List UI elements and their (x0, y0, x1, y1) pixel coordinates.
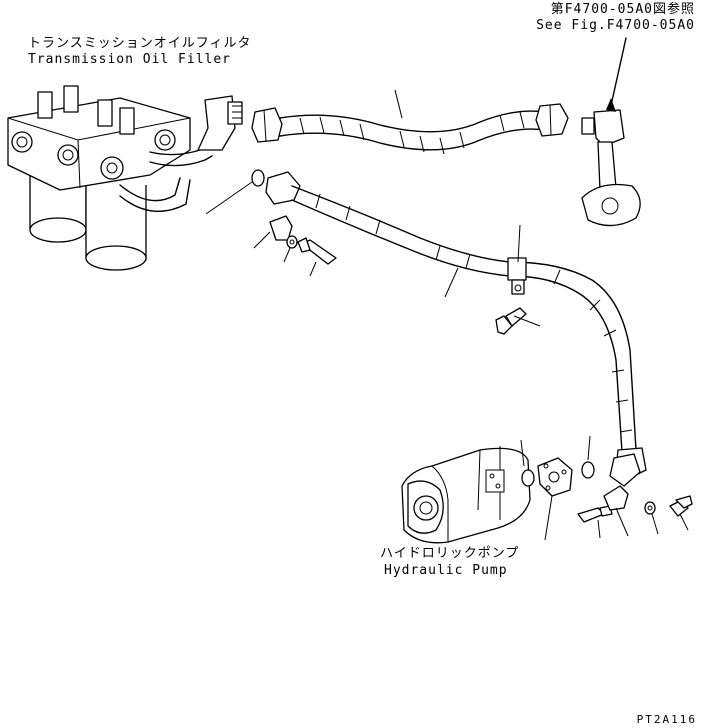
filter-label-en: Transmission Oil Filler (28, 52, 232, 67)
filter-side-hardware (253, 215, 337, 277)
flange-elbow (581, 37, 641, 227)
elbow-fitting (197, 95, 243, 151)
pump-label-jp: ハイドロリックポンプ (380, 546, 520, 561)
hydraulic-pump (401, 446, 531, 544)
lower-hose (265, 171, 647, 487)
o-ring-left (205, 169, 265, 215)
reference-label-en: See Fig.F4700-05A0 (536, 18, 695, 33)
drawing-code: PT2A116 (636, 713, 697, 726)
upper-hose (251, 89, 569, 155)
filter-label-jp: トランスミッションオイルフィルタ (28, 36, 252, 51)
reference-label-jp: 第F4700-05A0図参照 (550, 2, 695, 17)
pump-label-en: Hydraulic Pump (384, 563, 508, 578)
transmission-oil-filter (7, 85, 213, 271)
pump-side-hardware (520, 435, 693, 541)
clamp-bolt (495, 307, 541, 335)
